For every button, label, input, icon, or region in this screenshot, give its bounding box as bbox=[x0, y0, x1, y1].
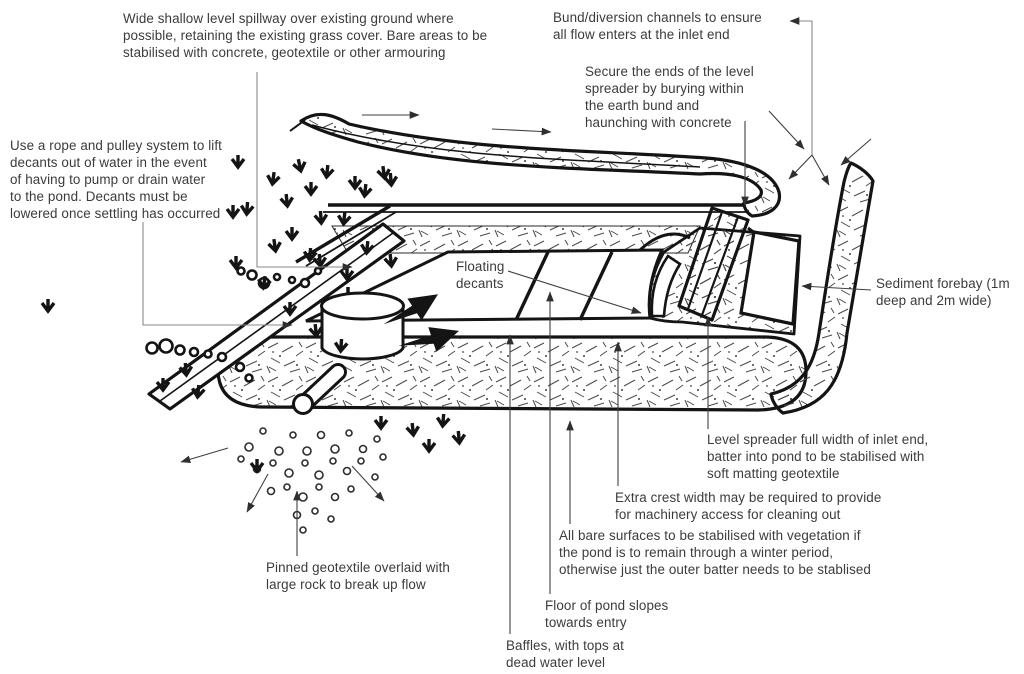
label-bare-surfaces: All bare surfaces to be stabilised with … bbox=[559, 528, 871, 578]
label-secure-spreader: Secure the ends of the level spreader by… bbox=[585, 64, 754, 131]
outlet-pipe bbox=[292, 363, 347, 415]
label-extra-crest: Extra crest width may be required to pro… bbox=[615, 490, 882, 523]
label-rope-pulley: Use a rope and pulley system to lift dec… bbox=[10, 138, 222, 222]
label-floating-decants: Floating decants bbox=[456, 259, 505, 292]
back-crest bbox=[295, 203, 747, 267]
label-sediment-forebay: Sediment forebay (1m deep and 2m wide) bbox=[876, 276, 1010, 309]
label-pinned-geotextile: Pinned geotextile overlaid with large ro… bbox=[266, 560, 450, 593]
sediment-forebay-shape bbox=[739, 230, 801, 326]
leader-bund-right-fork bbox=[811, 154, 830, 186]
label-bund-channels: Bund/diversion channels to ensure all fl… bbox=[553, 10, 762, 43]
inlet-end bbox=[638, 206, 802, 336]
diversion-channel-top bbox=[289, 112, 782, 218]
leader-lines bbox=[142, 17, 872, 634]
leader-floating-decants bbox=[507, 270, 642, 314]
splash-arrow-down-left bbox=[246, 473, 269, 513]
label-floor-slope: Floor of pond slopes towards entry bbox=[545, 598, 669, 631]
rock-splash bbox=[237, 427, 387, 534]
flow-direction-arrows bbox=[362, 111, 552, 136]
level-spreader bbox=[677, 206, 750, 322]
arrow-to-right-channel bbox=[840, 138, 872, 166]
leader-forebay bbox=[801, 282, 872, 291]
diversion-channel-right bbox=[769, 161, 875, 415]
label-spillway: Wide shallow level spillway over existin… bbox=[123, 11, 488, 61]
label-level-spreader: Level spreader full width of inlet end, … bbox=[707, 432, 929, 482]
pulley-floats bbox=[145, 266, 323, 383]
arrow-to-channel-hook bbox=[768, 110, 805, 150]
leader-bund-left-fork bbox=[788, 154, 813, 180]
leader-spillway bbox=[256, 72, 353, 271]
splash-arrow-down-right bbox=[351, 465, 385, 502]
baffle-lines bbox=[514, 251, 614, 321]
splash-arrow-left bbox=[180, 447, 229, 464]
floating-decant-drum bbox=[320, 287, 405, 361]
inlet-entrance-curve bbox=[650, 254, 682, 318]
label-baffles: Baffles, with tops at dead water level bbox=[506, 638, 624, 671]
leader-rope-pulley bbox=[142, 222, 293, 329]
inlet-mound-left bbox=[638, 232, 691, 252]
leader-bund-main bbox=[789, 17, 813, 155]
